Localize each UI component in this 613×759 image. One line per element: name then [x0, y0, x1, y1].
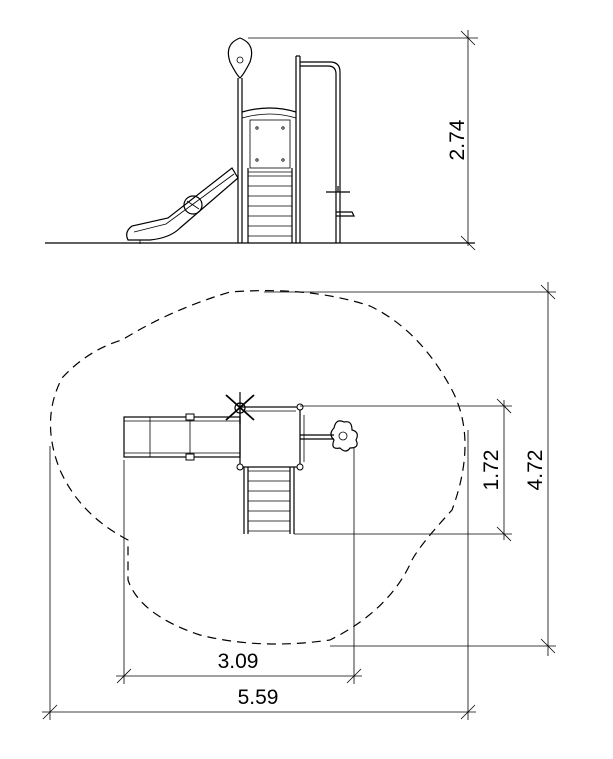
height-dimension [248, 30, 478, 251]
roof-finial-plan [225, 392, 255, 424]
total-width-dimension [42, 430, 476, 720]
plan-view: 1.72 4.72 3.09 5.59 [42, 282, 556, 720]
pole-cap-icon [330, 420, 358, 452]
structure-depth-label: 1.72 [480, 450, 503, 491]
total-depth-label: 4.72 [524, 450, 547, 491]
structure-width-label: 3.09 [218, 650, 259, 673]
height-label: 2.74 [446, 119, 469, 160]
pole-bar-plan [300, 420, 358, 452]
total-width-label: 5.59 [238, 686, 279, 709]
slide-plan [123, 413, 241, 461]
slide [126, 167, 239, 244]
structure-depth-dimension [294, 398, 512, 542]
tower [227, 37, 301, 243]
safety-zone-outline [49, 290, 466, 645]
elevation-view: 2.74 [45, 30, 478, 251]
roof-finial [227, 37, 253, 79]
structure-width-dimension [116, 448, 362, 684]
total-depth-dimension [264, 282, 556, 656]
ladder-plan [243, 467, 295, 534]
pole-bar [300, 61, 355, 243]
